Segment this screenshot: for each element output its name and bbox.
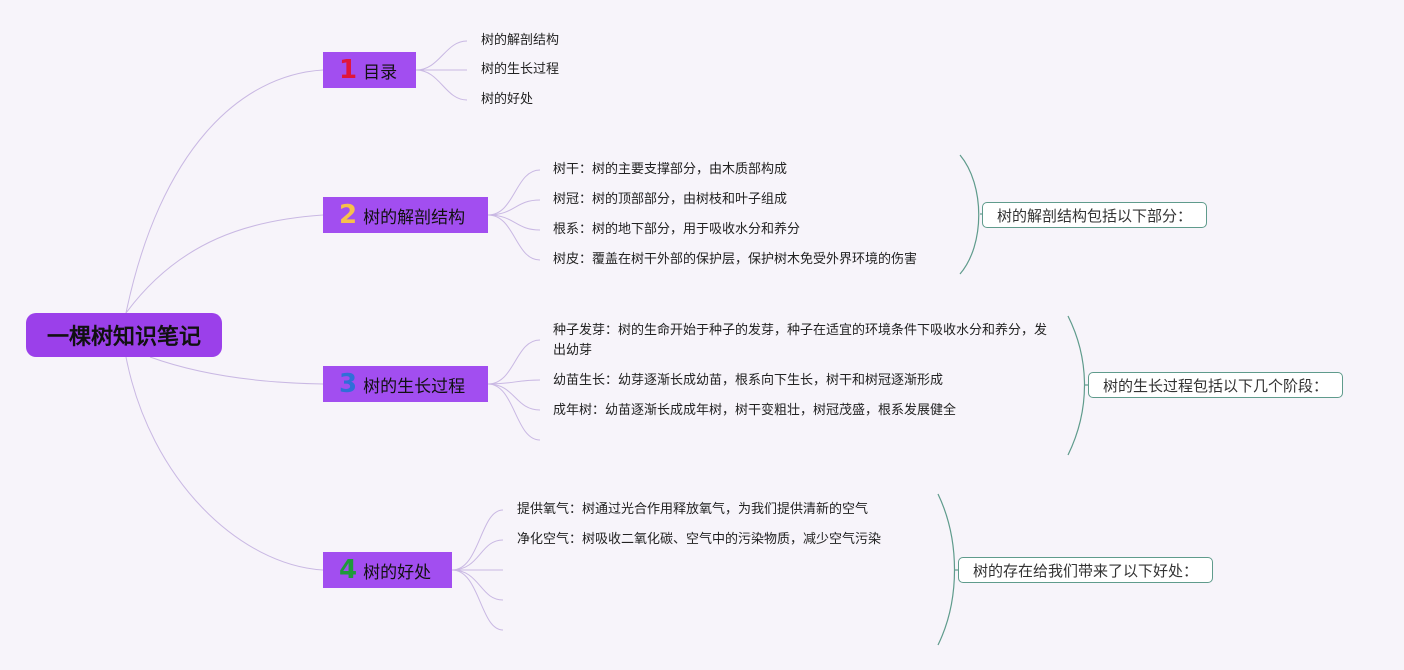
branch-label: 树的生长过程	[363, 376, 466, 397]
leaf-item[interactable]: 树的生长过程	[481, 62, 560, 77]
leaf-item[interactable]: 树皮：覆盖在树干外部的保护层，保护树木免受外界环境的伤害	[553, 252, 918, 267]
leaf-item[interactable]: 成年树：幼苗逐渐长成成年树，树干变粗壮，树冠茂盛，根系发展健全	[553, 403, 957, 418]
b1-leaf-line-3	[415, 69, 468, 101]
summary-brace-3	[1067, 315, 1086, 456]
root-to-branch-4	[125, 356, 324, 571]
leaf-item[interactable]: 树干：树的主要支撑部分，由木质部构成	[553, 162, 788, 177]
leaf-item[interactable]: 净化空气：树吸收二氧化碳、空气中的污染物质，减少空气污染	[517, 532, 882, 547]
leaf-item[interactable]: 树冠：树的顶部部分，由树枝和叶子组成	[553, 192, 788, 207]
number-3-icon: 3	[339, 369, 358, 399]
b4-leaf-line-5	[451, 569, 504, 631]
number-4-icon: 4	[339, 555, 358, 585]
b2-leaf-line-4	[487, 214, 541, 261]
leaf-item[interactable]: 种子发芽：树的生命开始于种子的发芽，种子在适宜的环境条件下吸收水分和养分，发出幼…	[553, 323, 1048, 358]
root-title: 一棵树知识笔记	[46, 325, 201, 350]
branch-label: 树的解剖结构	[363, 207, 466, 228]
b2-leaf-line-1	[487, 169, 541, 216]
b4-leaf-line-4	[451, 569, 504, 601]
root-to-branch-2	[125, 214, 324, 314]
b4-leaf-line-1	[451, 509, 504, 571]
b1-leaf-line-1	[415, 40, 468, 71]
b3-leaf-line-1	[487, 339, 541, 385]
number-1-icon: 1	[339, 55, 358, 85]
summary-benefits[interactable]: 树的存在给我们带来了以下好处：	[958, 557, 1214, 583]
branch-label: 目录	[363, 62, 398, 83]
summary-anatomy[interactable]: 树的解剖结构包括以下部分：	[982, 202, 1208, 228]
leaf-item[interactable]: 树的好处	[481, 92, 534, 107]
summary-brace-4	[937, 493, 956, 646]
branch-anatomy[interactable]: 2 树的解剖结构	[323, 197, 488, 233]
root-to-branch-1	[125, 69, 324, 314]
summary-brace-2	[959, 154, 980, 275]
leaf-item[interactable]: 幼苗生长：幼芽逐渐长成幼苗，根系向下生长，树干和树冠逐渐形成	[553, 373, 944, 388]
branch-benefits[interactable]: 4 树的好处	[323, 552, 452, 588]
leaf-item[interactable]: 根系：树的地下部分，用于吸收水分和养分	[553, 222, 801, 237]
leaf-item[interactable]: 树的解剖结构	[481, 33, 560, 48]
b3-leaf-line-2	[487, 379, 541, 385]
leaf-item[interactable]: 提供氧气：树通过光合作用释放氧气，为我们提供清新的空气	[517, 502, 869, 517]
summary-growth[interactable]: 树的生长过程包括以下几个阶段：	[1088, 372, 1344, 398]
number-2-icon: 2	[339, 200, 358, 230]
branch-growth[interactable]: 3 树的生长过程	[323, 366, 488, 402]
b3-leaf-line-3	[487, 383, 541, 411]
b2-leaf-line-2	[487, 199, 541, 216]
branch-toc[interactable]: 1 目录	[323, 52, 416, 88]
b3-leaf-line-4	[487, 383, 541, 441]
root-topic[interactable]: 一棵树知识笔记	[26, 313, 222, 357]
b2-leaf-line-3	[487, 214, 541, 231]
b4-leaf-line-2	[451, 539, 504, 571]
branch-label: 树的好处	[363, 562, 432, 583]
root-to-branch-3	[149, 356, 324, 385]
